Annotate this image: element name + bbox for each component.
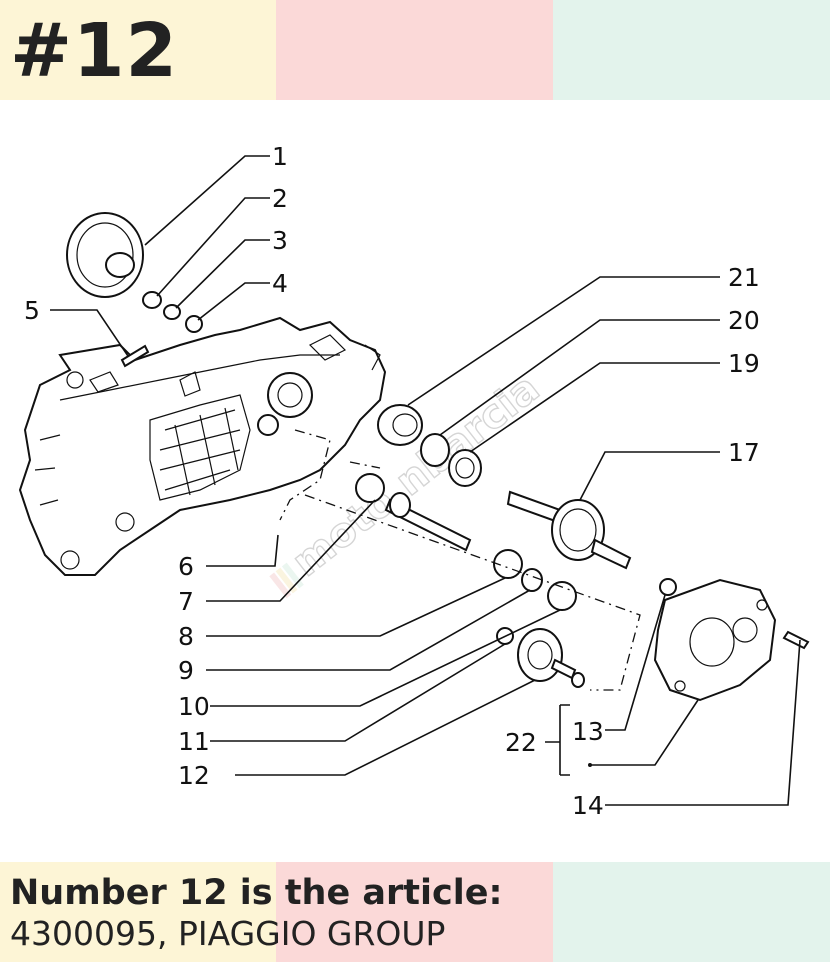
part-3-ring (163, 304, 181, 320)
caption-heading: Number 12 is the article: (10, 873, 503, 913)
label-22: 22 (505, 728, 537, 757)
label-5: 5 (24, 296, 40, 325)
part-21-bearing (377, 404, 423, 446)
label-3: 3 (272, 226, 288, 255)
top-color-band (0, 0, 830, 100)
label-8: 8 (178, 622, 194, 651)
part-13-dowel (659, 578, 677, 596)
bottom-color-band (0, 862, 830, 962)
band-yellow (0, 862, 276, 962)
part-circlip-small (571, 672, 585, 688)
label-9: 9 (178, 656, 194, 685)
crankcase-housing (18, 316, 387, 576)
label-14: 14 (572, 791, 604, 820)
label-6: 6 (178, 552, 194, 581)
label-1: 1 (272, 142, 288, 171)
label-13: 13 (572, 717, 604, 746)
part-5-pin (120, 344, 150, 368)
label-7: 7 (178, 587, 194, 616)
label-21: 21 (728, 263, 760, 292)
band-yellow (0, 0, 276, 100)
caption-article: 4300095, PIAGGIO GROUP (10, 914, 446, 953)
label-2: 2 (272, 184, 288, 213)
band-pink (276, 862, 553, 962)
assembly-line-1 (279, 429, 331, 521)
leader-lines (50, 155, 801, 806)
part-22-cover (653, 578, 777, 702)
part-8-bearing (493, 549, 523, 579)
band-green (553, 0, 830, 100)
label-10: 10 (178, 692, 210, 721)
assembly-line-2 (304, 494, 641, 691)
part-2-ring (142, 291, 162, 309)
part-17-gear-shaft (506, 490, 632, 570)
page-title: #12 (10, 8, 178, 94)
label-17: 17 (728, 438, 760, 467)
assembly-line-3 (349, 461, 381, 469)
label-19: 19 (728, 349, 760, 378)
part-12-gear (517, 628, 577, 682)
band-green (553, 862, 830, 962)
label-11: 11 (178, 727, 210, 756)
band-pink (276, 0, 553, 100)
part-19-seal (448, 449, 482, 487)
part-10-bearing (547, 581, 577, 611)
part-6-7-shaft (355, 473, 472, 552)
label-20: 20 (728, 306, 760, 335)
part-1-pulley (66, 212, 144, 298)
label-4: 4 (272, 269, 288, 298)
part-20-circlip (420, 433, 450, 467)
label-12: 12 (178, 761, 210, 790)
exploded-parts-diagram: moto.nbarcia (18, 142, 810, 820)
part-9-circlip (521, 568, 543, 592)
part-14-screw (782, 630, 810, 650)
